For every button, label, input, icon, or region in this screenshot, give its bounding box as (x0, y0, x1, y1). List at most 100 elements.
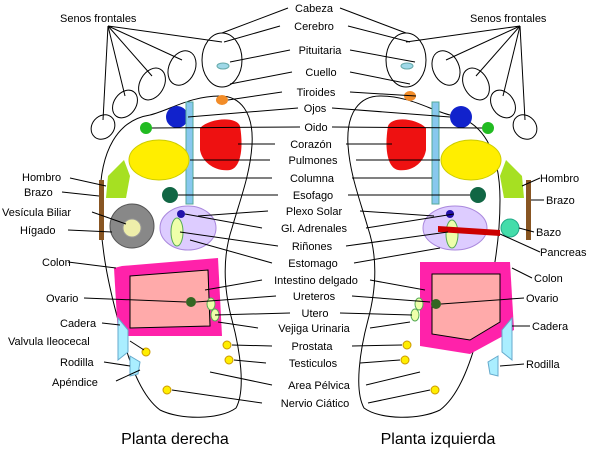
label-cadera-right: Cadera (532, 321, 569, 333)
left-sole-toe-4 (490, 89, 516, 119)
left-sole-pancreas (438, 226, 500, 236)
left-sole-toe-5 (512, 114, 538, 140)
label-higado: Hígado (20, 225, 55, 237)
left-sole-lung (440, 139, 502, 181)
right-sole-sciatic-dot (162, 385, 172, 395)
right-sole-toe-3 (138, 67, 166, 101)
right-sole-green-dot (140, 122, 152, 134)
left-sole-eye (450, 106, 472, 128)
label-bazo: Bazo (536, 227, 561, 239)
right-sole-thyroid (216, 95, 228, 105)
left-sole-arm (526, 180, 531, 240)
label-estomago: Estomago (288, 258, 338, 270)
right-sole-shoulder (106, 160, 130, 198)
right-sole-gallbladder (122, 218, 142, 238)
label-esofago: Esofago (293, 190, 333, 202)
right-sole-foot (90, 32, 253, 418)
left-sole-foot (347, 32, 538, 418)
right-sole-adrenal (177, 210, 185, 218)
right-sole-heart (200, 119, 242, 171)
right-sole-esophagus (162, 187, 178, 203)
left-sole-knee (487, 355, 499, 377)
label-hombro-left: Hombro (22, 172, 61, 184)
label-nervio-ciatico: Nervio Ciático (281, 398, 349, 410)
label-corazon: Corazón (290, 139, 332, 151)
label-utero: Utero (302, 308, 329, 320)
left-sole-hip (501, 316, 513, 362)
label-plexo-solar: Plexo Solar (286, 206, 343, 218)
right-sole-big-toe (201, 32, 243, 88)
right-sole-toe-5 (90, 114, 116, 140)
label-rodilla-left: Rodilla (60, 357, 95, 369)
center-leader-lines (151, 7, 483, 404)
label-pulmones: Pulmones (289, 155, 338, 167)
label-hombro-right: Hombro (540, 173, 579, 185)
left-sole-toe-3 (462, 67, 490, 101)
label-ojos: Ojos (304, 103, 327, 115)
caption-planta-izquierda: Planta izquierda (381, 431, 496, 448)
right-sole-outline (99, 95, 253, 418)
label-ovario-right: Ovario (526, 293, 558, 305)
label-brazo-left: Brazo (24, 187, 53, 199)
label-vejiga: Vejiga Urinaria (278, 323, 350, 335)
label-tiroides: Tiroides (297, 87, 336, 99)
label-cadera-left: Cadera (60, 318, 97, 330)
left-sole-spine (431, 101, 440, 205)
left-sole-green-dot (482, 122, 494, 134)
right-sole-pituitary (216, 62, 230, 70)
label-valvula-ileocecal: Valvula Ileocecal (8, 336, 90, 348)
left-sole-kidney (445, 219, 459, 249)
right-sole-toe-2 (167, 50, 197, 86)
label-colon-left: Colon (42, 257, 71, 269)
label-prostata: Prostata (292, 341, 334, 353)
label-senos-frontales-left: Senos frontales (60, 13, 137, 25)
label-cerebro: Cerebro (294, 21, 334, 33)
label-ovario-left: Ovario (46, 293, 78, 305)
label-area-pelvica: Area Pélvica (288, 380, 351, 392)
left-sole-ureter-2 (410, 308, 420, 322)
left-sole-sciatic-dot (430, 385, 440, 395)
left-sole-pituitary (400, 62, 414, 70)
right-side-labels: Senos frontales Hombro Brazo Bazo Pancre… (470, 13, 587, 371)
right-sole-lung (128, 139, 190, 181)
caption-planta-derecha: Planta derecha (121, 431, 229, 448)
label-cabeza: Cabeza (295, 3, 334, 15)
left-sole-esophagus (470, 187, 486, 203)
label-columna: Columna (290, 173, 335, 185)
label-oido: Oido (304, 122, 327, 134)
left-sole-testicle-dot (400, 355, 410, 365)
label-vesicula-biliar: Vesícula Biliar (2, 207, 71, 219)
left-sole-ureter-1 (414, 297, 424, 311)
captions: Planta derecha Planta izquierda (121, 431, 495, 448)
right-sole-solar-plexus (159, 205, 217, 251)
left-sole-prostate-dot (402, 340, 412, 350)
label-intestino-delgado: Intestino delgado (274, 275, 358, 287)
right-sole-toe-4 (112, 89, 138, 119)
label-rinones: Riñones (292, 241, 333, 253)
left-side-labels: Senos frontales Hombro Brazo Vesícula Bi… (2, 13, 137, 389)
label-pancreas: Pancreas (540, 247, 587, 259)
label-colon-right: Colon (534, 273, 563, 285)
left-sole-toe-2 (431, 50, 461, 86)
right-sole-ureter-1 (206, 297, 216, 311)
label-senos-frontales-right: Senos frontales (470, 13, 547, 25)
left-sole-adrenal (446, 210, 454, 218)
left-sole-ovary (431, 299, 441, 309)
label-apendice: Apéndice (52, 377, 98, 389)
label-cuello: Cuello (305, 67, 336, 79)
label-gl-adrenales: Gl. Adrenales (281, 223, 348, 235)
left-sole-small-intestine (431, 273, 501, 341)
left-sole-shoulder (500, 160, 524, 198)
center-labels: Cabeza Cerebro Pituitaria Cuello Tiroide… (274, 3, 358, 410)
right-sole-ovary (186, 297, 196, 307)
left-sole-spleen (500, 218, 520, 238)
right-sole-small-intestine (129, 269, 211, 329)
label-ureteros: Ureteros (293, 291, 336, 303)
right-sole-arm (99, 180, 104, 240)
side-leader-lines (61, 25, 544, 382)
label-rodilla-right: Rodilla (526, 359, 561, 371)
right-sole-prostate-dot (222, 340, 232, 350)
right-sole-eye (166, 106, 188, 128)
label-pituitaria: Pituitaria (299, 45, 343, 57)
